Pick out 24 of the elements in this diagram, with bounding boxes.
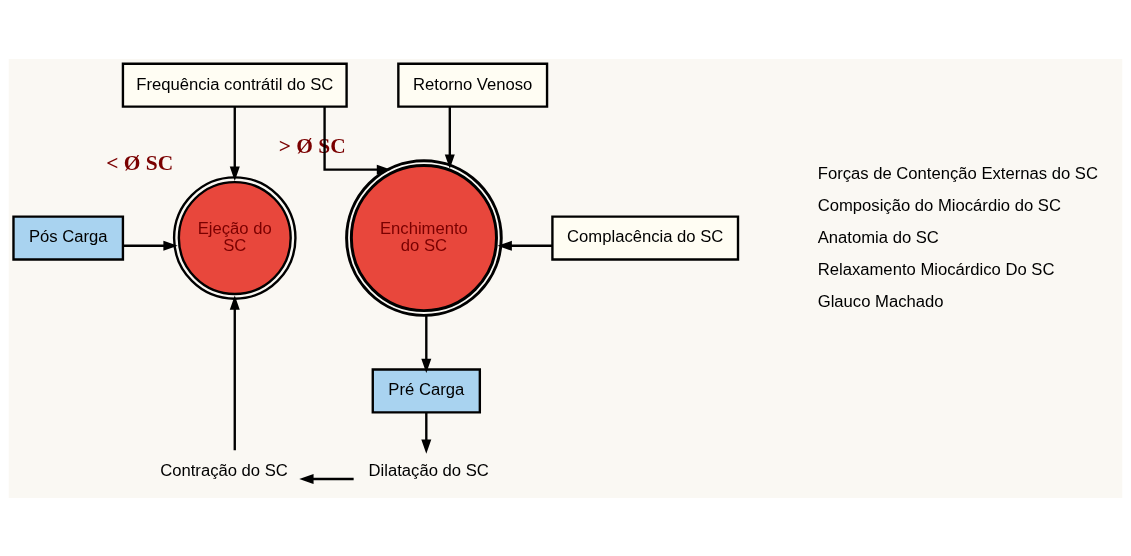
arrow	[323, 106, 392, 175]
arrow	[444, 106, 455, 169]
label: Forças de Contenção Externas do SC	[817, 163, 1098, 183]
arrow	[299, 473, 354, 484]
node-label: < Ø SC	[106, 150, 174, 175]
node-circle: Enchimento do SC	[345, 158, 503, 317]
node-box: Pré Carga	[371, 367, 482, 414]
node-circle: Ejeção do SC	[172, 175, 297, 300]
node-text: Dilatação do SC	[368, 460, 489, 480]
label: Anatomia do SC	[817, 227, 939, 247]
node-box: Frequência contrátil do SC	[121, 62, 348, 108]
arrow	[421, 412, 432, 454]
label: Glauco Machado	[817, 291, 944, 311]
arrow	[421, 314, 432, 373]
arrow	[123, 240, 178, 251]
node-box: Retorno Venoso	[397, 62, 549, 108]
node-box: Pós Carga	[12, 214, 125, 261]
label: Relaxamento Miocárdico Do SC	[817, 259, 1055, 279]
node-text: Contração do SC	[160, 460, 288, 480]
arrow	[229, 295, 240, 450]
arrow	[497, 240, 553, 251]
node-box: Complacência do SC	[551, 214, 740, 261]
label: Composição do Miocárdio do SC	[817, 195, 1061, 215]
arrow	[229, 106, 240, 181]
